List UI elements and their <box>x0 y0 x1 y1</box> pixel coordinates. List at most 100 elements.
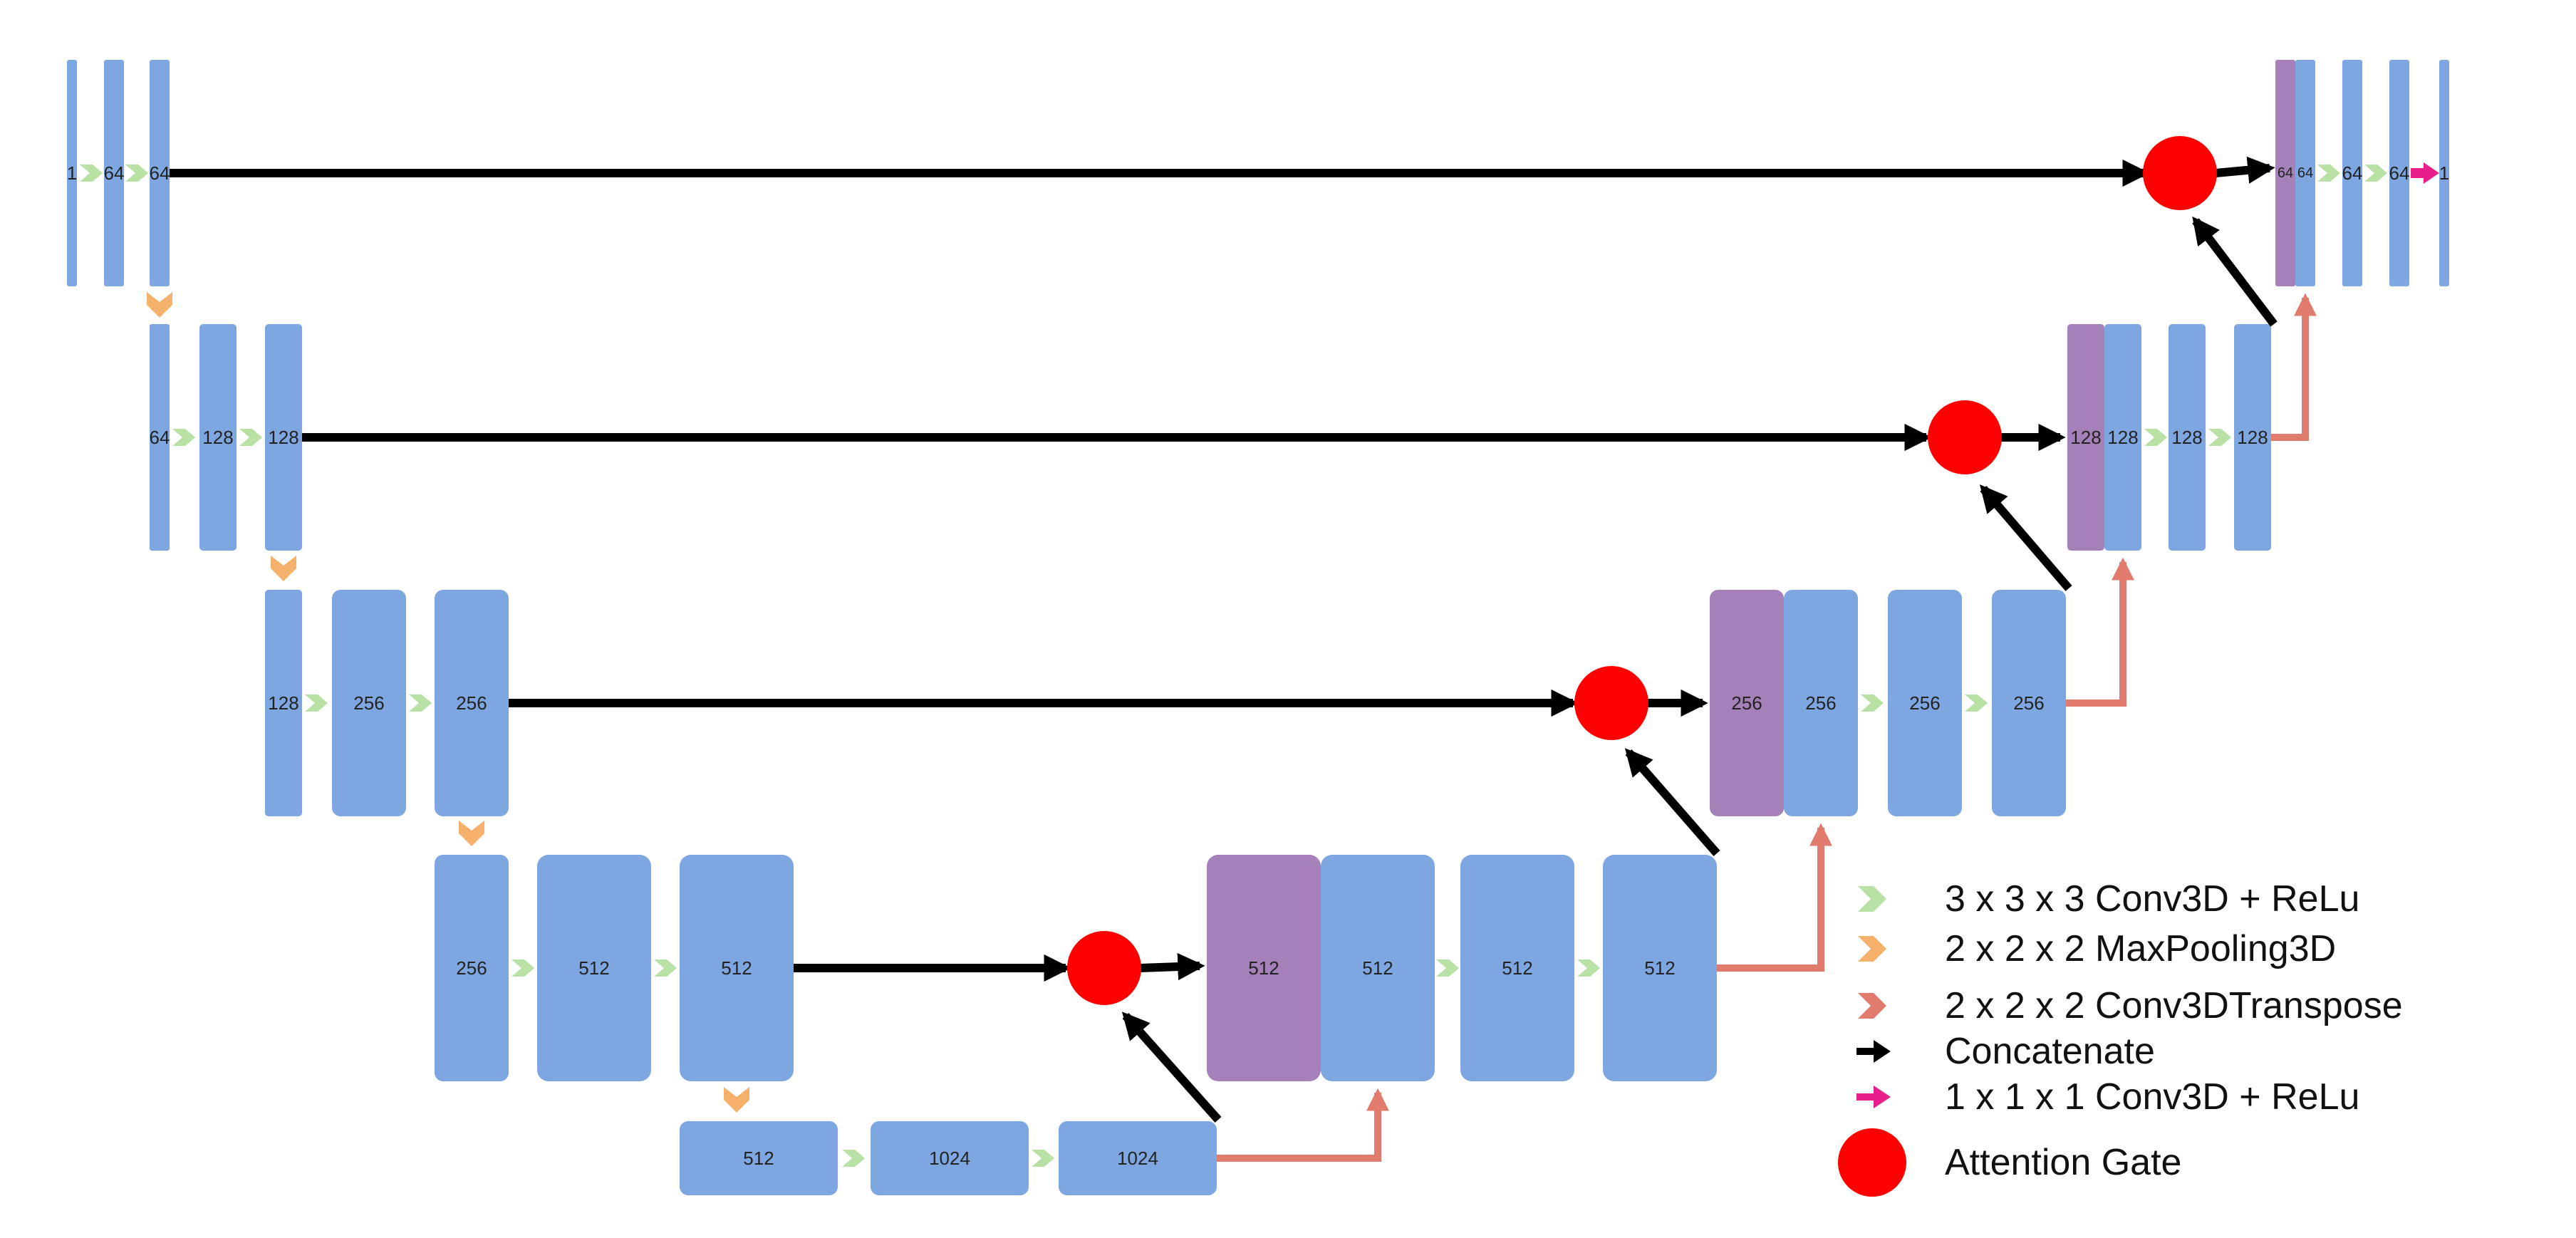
block-l2-enc-2 <box>199 324 237 551</box>
block-l3-dec-concat <box>1710 590 1784 816</box>
level-3-encoder: 128 256 256 <box>265 590 509 816</box>
label-bottleneck-1: 512 <box>743 1148 774 1169</box>
final-conv-arrow <box>2411 162 2439 184</box>
block-l1-dec-1 <box>2295 60 2315 286</box>
label-l4-dec-2: 512 <box>1502 957 1532 979</box>
label-l3-enc-1: 128 <box>268 692 298 714</box>
legend: 3 x 3 x 3 Conv3D + ReLu 2 x 2 x 2 MaxPoo… <box>1838 878 2403 1197</box>
conv-arrow-l1-enc-2 <box>125 165 148 182</box>
block-l2-dec-2 <box>2169 324 2206 551</box>
block-bottleneck-1 <box>680 1121 838 1195</box>
maxpool-arrow-l3 <box>459 821 484 846</box>
legend-maxpool-icon <box>1858 936 1886 962</box>
block-l4-enc-1 <box>435 855 509 1081</box>
label-l3-dec-concat: 256 <box>1731 692 1762 714</box>
level-4-encoder: 256 512 512 <box>435 855 794 1081</box>
label-l2-dec-2: 128 <box>2171 427 2202 448</box>
gating-arrow-l3 <box>1624 748 1720 856</box>
legend-attention-icon <box>1838 1128 1906 1197</box>
skip-connections <box>170 156 2278 1123</box>
block-l3-dec-1 <box>1784 590 1858 816</box>
conv-arrow-l4-dec-2 <box>1577 959 1600 977</box>
level-1-decoder: 64 64 64 64 1 <box>2275 60 2449 286</box>
label-l3-enc-2: 256 <box>353 692 384 714</box>
conv-arrow-l2-dec-1 <box>2144 429 2167 446</box>
conv-arrow-l1-dec-1 <box>2317 165 2340 182</box>
conv-arrow-l1-enc-1 <box>80 165 103 182</box>
block-l3-dec-2 <box>1888 590 1962 816</box>
block-l1-dec-concat <box>2275 60 2295 286</box>
maxpool-arrows <box>147 292 749 1113</box>
label-l3-enc-3: 256 <box>456 692 487 714</box>
label-l4-dec-1: 512 <box>1362 957 1393 979</box>
block-l1-dec-2 <box>2342 60 2362 286</box>
label-l3-dec-3: 256 <box>2013 692 2044 714</box>
block-l2-dec-3 <box>2234 324 2271 551</box>
concat-arrow-l4 <box>1139 952 1205 981</box>
level-3-decoder: 256 256 256 256 <box>1710 590 2066 816</box>
conv-arrow-l2-enc-2 <box>239 429 262 446</box>
conv-arrow-l4-dec-1 <box>1436 959 1459 977</box>
maxpool-arrow-l4 <box>724 1087 749 1113</box>
block-l4-enc-2 <box>537 855 651 1081</box>
legend-conv-label: 3 x 3 x 3 Conv3D + ReLu <box>1945 878 2359 920</box>
block-bottleneck-3 <box>1059 1121 1217 1195</box>
label-l3-dec-1: 256 <box>1805 692 1836 714</box>
upconv-arrow-l3 <box>2066 557 2135 707</box>
block-l4-dec-3 <box>1603 855 1717 1081</box>
block-l2-dec-1 <box>2104 324 2141 551</box>
block-l2-enc-3 <box>265 324 302 551</box>
attention-gate-l1 <box>2143 136 2217 210</box>
legend-attention-label: Attention Gate <box>1945 1142 2181 1183</box>
level-1-encoder: 1 64 64 <box>67 60 170 286</box>
block-l3-dec-3 <box>1992 590 2066 816</box>
block-l1-enc-1 <box>67 60 77 286</box>
label-l4-dec-concat: 512 <box>1248 957 1279 979</box>
attention-gate-l4 <box>1067 931 1141 1005</box>
block-l4-dec-concat <box>1207 855 1321 1081</box>
label-l2-enc-1: 64 <box>150 427 170 448</box>
legend-transpose-icon <box>1858 993 1886 1019</box>
conv-arrow-l2-dec-2 <box>2208 429 2231 446</box>
block-l4-enc-3 <box>680 855 794 1081</box>
block-l1-dec-3 <box>2389 60 2409 286</box>
conv-arrow-l2-enc-1 <box>172 429 195 446</box>
upconv-arrows <box>1217 293 2317 1162</box>
maxpool-arrow-l1 <box>147 292 172 318</box>
label-l1-dec-1: 64 <box>2297 165 2313 181</box>
conv-arrows <box>80 165 2387 1167</box>
level-2-decoder: 128 128 128 128 <box>2067 324 2271 551</box>
maxpool-arrow-l2 <box>271 556 296 581</box>
conv-arrow-bottleneck-1 <box>842 1150 865 1167</box>
label-l1-dec-2: 64 <box>2342 162 2363 184</box>
label-bottleneck-3: 1024 <box>1117 1148 1158 1169</box>
label-l2-enc-3: 128 <box>268 427 298 448</box>
label-l4-dec-3: 512 <box>1644 957 1675 979</box>
block-l1-enc-3 <box>150 60 170 286</box>
conv-arrow-l4-enc-1 <box>511 959 534 977</box>
label-bottleneck-2: 1024 <box>929 1148 970 1169</box>
block-l4-dec-2 <box>1460 855 1574 1081</box>
legend-concat-label: Concatenate <box>1945 1031 2155 1072</box>
label-l4-enc-3: 512 <box>721 957 752 979</box>
block-l1-output <box>2439 60 2449 286</box>
conv-arrow-l3-dec-1 <box>1861 695 1884 712</box>
block-l3-enc-2 <box>332 590 406 816</box>
legend-concat-icon-head <box>1874 1040 1891 1063</box>
block-l2-enc-1 <box>150 324 170 551</box>
legend-transpose-label: 2 x 2 x 2 Conv3DTranspose <box>1945 985 2403 1026</box>
legend-conv-icon <box>1858 886 1886 912</box>
attention-gates <box>1067 136 2217 1005</box>
label-l1-enc-1: 1 <box>67 162 77 184</box>
label-l1-dec-3: 64 <box>2389 162 2410 184</box>
upconv-arrow-l4 <box>1717 823 1833 972</box>
upconv-arrow-l2 <box>2271 293 2317 441</box>
final-conv-arrow-head <box>2424 162 2439 184</box>
block-l2-dec-concat <box>2067 324 2104 551</box>
label-l1-enc-2: 64 <box>104 162 125 184</box>
level-2-encoder: 64 128 128 <box>150 324 302 551</box>
block-l3-enc-1 <box>265 590 302 816</box>
label-l1-output: 1 <box>2439 162 2449 184</box>
conv-arrow-l3-enc-1 <box>305 695 328 712</box>
